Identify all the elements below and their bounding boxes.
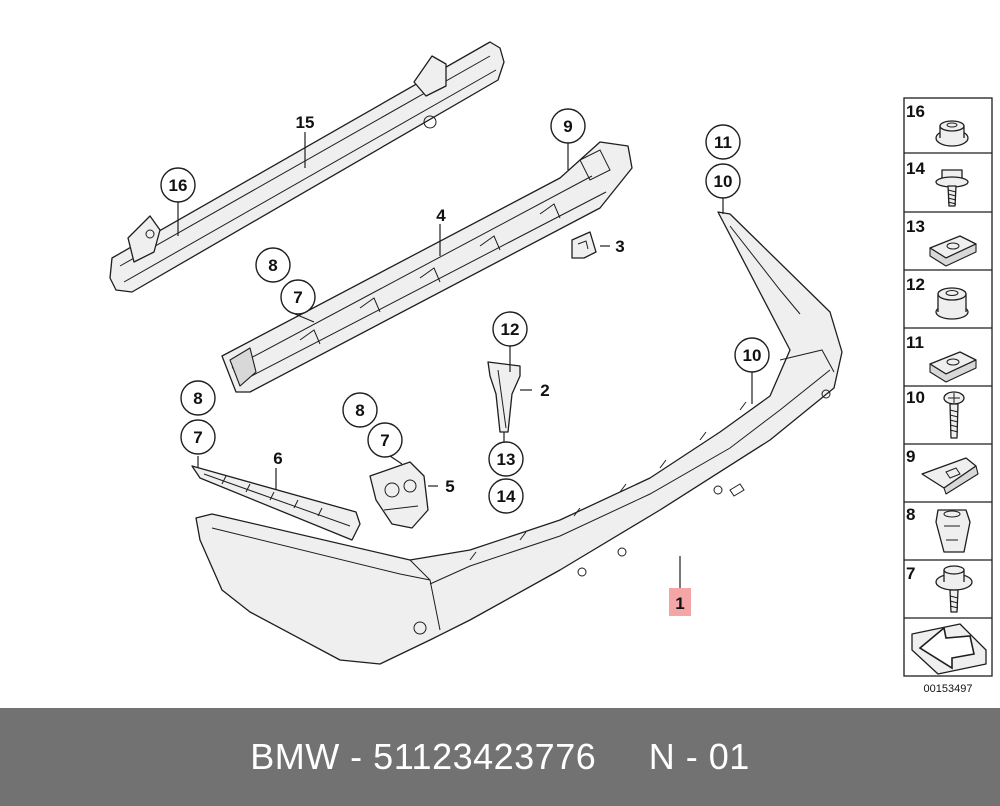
svg-text:12: 12 bbox=[906, 275, 925, 294]
callout-3: 3 bbox=[615, 237, 624, 256]
clip-nut-icon bbox=[929, 235, 977, 267]
svg-text:9: 9 bbox=[906, 447, 915, 466]
svg-text:8: 8 bbox=[906, 505, 915, 524]
legend-item-10: 10 bbox=[906, 388, 965, 439]
callout-11: 11 bbox=[705, 124, 741, 160]
part-6-strip-bracket bbox=[191, 465, 361, 541]
svg-text:6: 6 bbox=[273, 449, 282, 468]
hex-bolt-icon bbox=[935, 169, 969, 207]
legend-item-16: 16 bbox=[906, 102, 969, 147]
brand-label: BMW bbox=[250, 736, 340, 777]
callout-14: 14 bbox=[488, 478, 524, 514]
part-number-banner: BMW - 51123423776 N - 01 bbox=[0, 708, 1000, 806]
svg-text:8: 8 bbox=[268, 256, 277, 275]
svg-text:2: 2 bbox=[540, 381, 549, 400]
callout-7-upper: 7 bbox=[280, 279, 316, 315]
svg-text:7: 7 bbox=[293, 288, 302, 307]
callout-2: 2 bbox=[540, 381, 549, 400]
svg-text:14: 14 bbox=[906, 159, 925, 178]
diagram-id-code: 00153497 bbox=[924, 683, 973, 695]
legend-item-8: 8 bbox=[906, 505, 971, 553]
svg-text:9: 9 bbox=[563, 117, 572, 136]
legend-item-11: 11 bbox=[906, 333, 977, 383]
screw-icon bbox=[943, 391, 965, 439]
callout-1-highlighted: 1 bbox=[669, 588, 691, 616]
svg-text:13: 13 bbox=[906, 217, 925, 236]
part-5-side-bracket bbox=[369, 461, 429, 529]
callout-9: 9 bbox=[550, 108, 586, 144]
svg-text:7: 7 bbox=[380, 431, 389, 450]
callout-16: 16 bbox=[160, 167, 196, 203]
svg-text:5: 5 bbox=[445, 477, 454, 496]
legend-item-9: 9 bbox=[906, 447, 979, 495]
svg-text:15: 15 bbox=[296, 113, 315, 132]
part-1-bumper-trim bbox=[195, 211, 843, 665]
svg-text:10: 10 bbox=[906, 388, 925, 407]
legend-item-7: 7 bbox=[906, 564, 973, 613]
orientation-arrow-icon bbox=[911, 623, 987, 675]
svg-text:7: 7 bbox=[906, 564, 915, 583]
suffix-label: N - 01 bbox=[648, 736, 750, 777]
svg-text:10: 10 bbox=[714, 172, 733, 191]
hex-nut-icon bbox=[935, 120, 969, 147]
part-4-bracket bbox=[221, 141, 633, 393]
svg-text:11: 11 bbox=[906, 333, 924, 352]
clip-nut-alt-icon bbox=[929, 351, 977, 383]
svg-text:11: 11 bbox=[714, 133, 732, 152]
callout-8-upper: 8 bbox=[255, 247, 291, 283]
separator: - bbox=[339, 736, 374, 777]
callout-7-mid: 7 bbox=[367, 422, 403, 458]
svg-text:8: 8 bbox=[355, 401, 364, 420]
svg-text:14: 14 bbox=[497, 487, 516, 506]
callout-5: 5 bbox=[445, 477, 454, 496]
svg-text:16: 16 bbox=[906, 102, 925, 121]
callout-13: 13 bbox=[488, 441, 524, 477]
callout-4: 4 bbox=[436, 206, 446, 225]
callout-7-left: 7 bbox=[180, 419, 216, 455]
part-2-guide bbox=[487, 361, 521, 433]
part-15-carrier-beam bbox=[109, 41, 505, 293]
legend-item-14: 14 bbox=[906, 159, 969, 207]
legend-item-12: 12 bbox=[906, 275, 969, 320]
callout-6: 6 bbox=[273, 449, 282, 468]
callout-10-upper: 10 bbox=[705, 163, 741, 199]
small-parts-legend: 16 14 13 12 bbox=[903, 97, 993, 677]
svg-text:7: 7 bbox=[193, 428, 202, 447]
callout-12: 12 bbox=[492, 311, 528, 347]
leader-lines bbox=[177, 132, 753, 588]
svg-text:4: 4 bbox=[436, 206, 446, 225]
svg-text:13: 13 bbox=[497, 450, 516, 469]
legend-item-13: 13 bbox=[906, 217, 977, 267]
callout-15: 15 bbox=[296, 113, 315, 132]
svg-text:16: 16 bbox=[169, 176, 188, 195]
svg-text:3: 3 bbox=[615, 237, 624, 256]
collar-nut-icon bbox=[935, 287, 969, 320]
expanding-nut-icon bbox=[935, 509, 971, 553]
svg-text:8: 8 bbox=[193, 389, 202, 408]
collar-screw-icon bbox=[935, 565, 973, 613]
callout-10-lower: 10 bbox=[734, 337, 770, 373]
part-number: 51123423776 bbox=[373, 736, 597, 777]
callout-8-mid: 8 bbox=[342, 392, 378, 428]
svg-text:10: 10 bbox=[743, 346, 762, 365]
part-3-clip bbox=[571, 231, 597, 259]
svg-text:12: 12 bbox=[501, 320, 520, 339]
svg-text:1: 1 bbox=[675, 594, 684, 613]
spring-clip-icon bbox=[921, 457, 979, 495]
gap bbox=[596, 736, 649, 778]
callout-8-left: 8 bbox=[180, 380, 216, 416]
